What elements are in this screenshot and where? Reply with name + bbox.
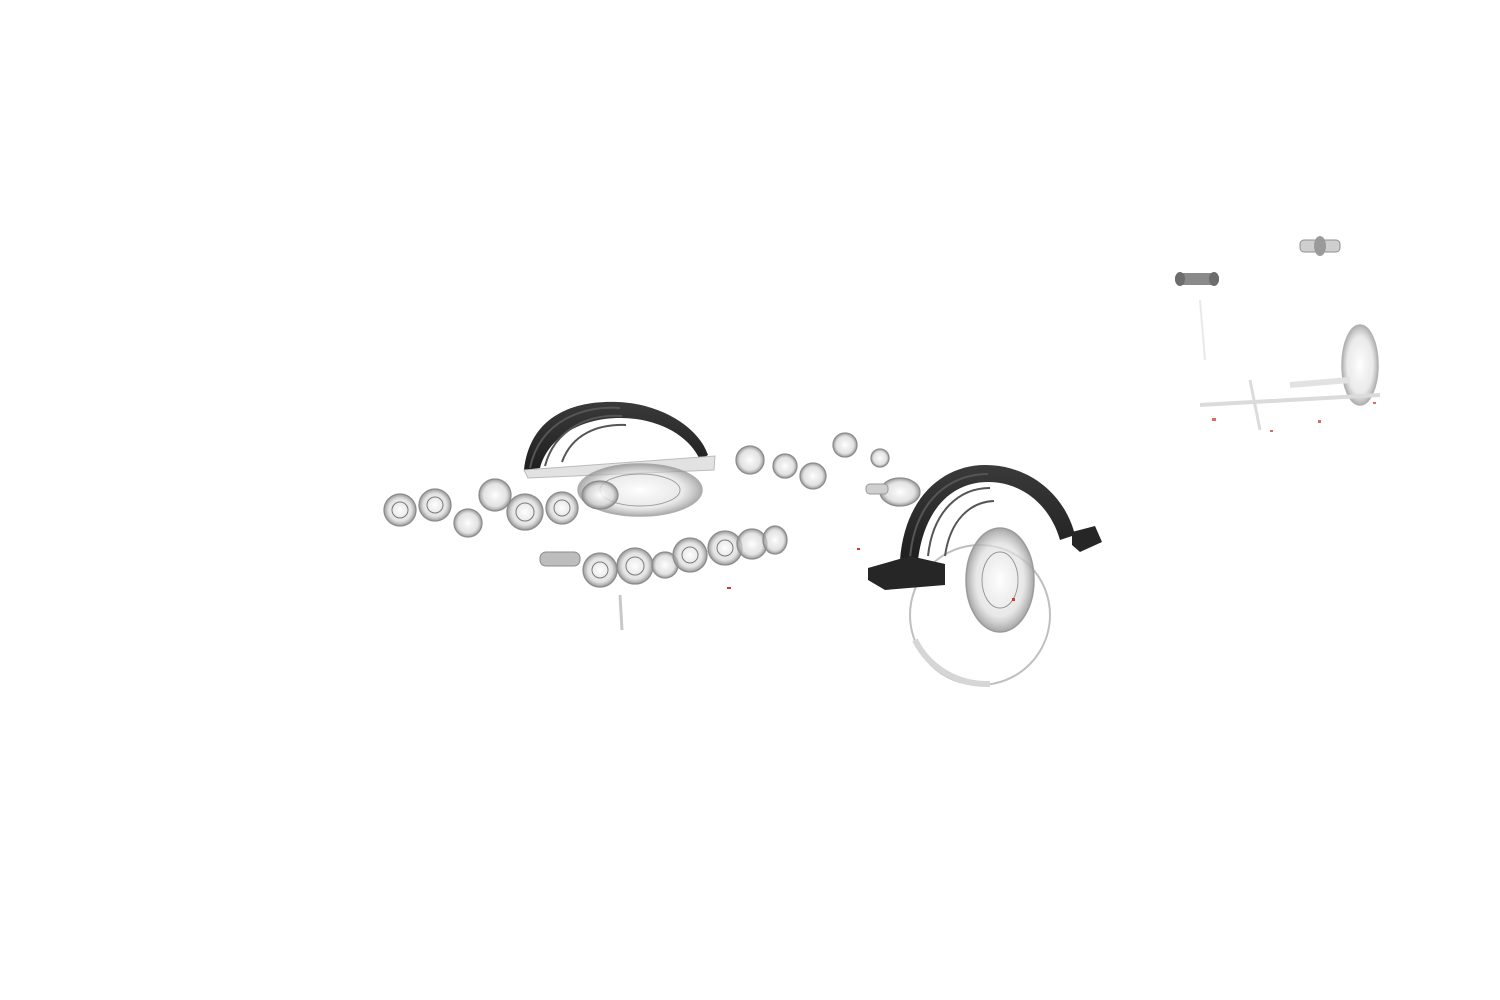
highlight-specks: [727, 548, 1015, 601]
tie-rod-upper-right: [1175, 272, 1219, 286]
bearing-assembly-upper-left: [383, 478, 619, 538]
spindle-upper-right: [1299, 236, 1341, 256]
bearing-assembly-lower: [539, 525, 788, 631]
wheel-hub: [909, 527, 1051, 688]
bearing-assembly-center: [735, 432, 921, 507]
axle-frame-right: [1199, 299, 1381, 432]
fender-front: [868, 465, 1102, 590]
